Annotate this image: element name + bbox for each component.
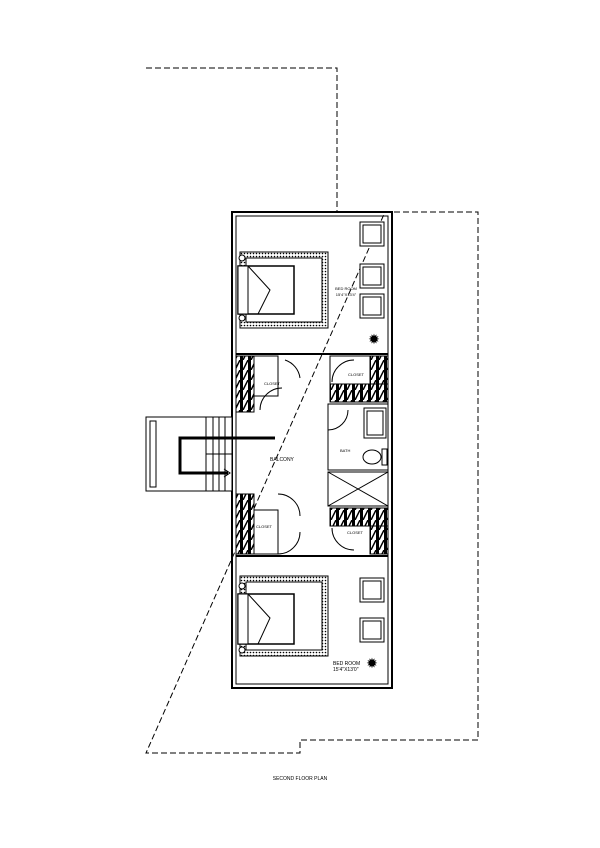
- bedroom-bottom: ✹ BED ROOM 15'4"X13'0": [236, 555, 388, 673]
- bath-label: BATH: [340, 448, 350, 453]
- closet-label: CLOSET: [347, 530, 364, 535]
- closet-label: CLOSET: [264, 381, 281, 386]
- balcony-label: BALCONY: [270, 457, 295, 463]
- closets: CLOSET CLOSET CLOSET CLOSET: [235, 355, 389, 555]
- bedroom-top-label: BED ROOM: [335, 286, 357, 291]
- plant-icon: ✹: [368, 331, 380, 347]
- drawing-title: SECOND FLOOR PLAN: [273, 776, 328, 782]
- staircase: BALCONY: [145, 416, 295, 492]
- bedroom-top-size: 15'4"X13'4": [336, 292, 357, 297]
- bath: BATH: [327, 403, 389, 507]
- closet-label: CLOSET: [256, 524, 273, 529]
- roof-outline: [145, 67, 479, 754]
- bedroom-top: ✹ BED ROOM 15'4"X13'4": [236, 221, 388, 355]
- bedroom-bottom-label: BED ROOM: [333, 661, 360, 667]
- closet-label: CLOSET: [348, 372, 365, 377]
- bedroom-bottom-size: 15'4"X13'0": [333, 667, 359, 673]
- plant-icon: ✹: [366, 655, 378, 671]
